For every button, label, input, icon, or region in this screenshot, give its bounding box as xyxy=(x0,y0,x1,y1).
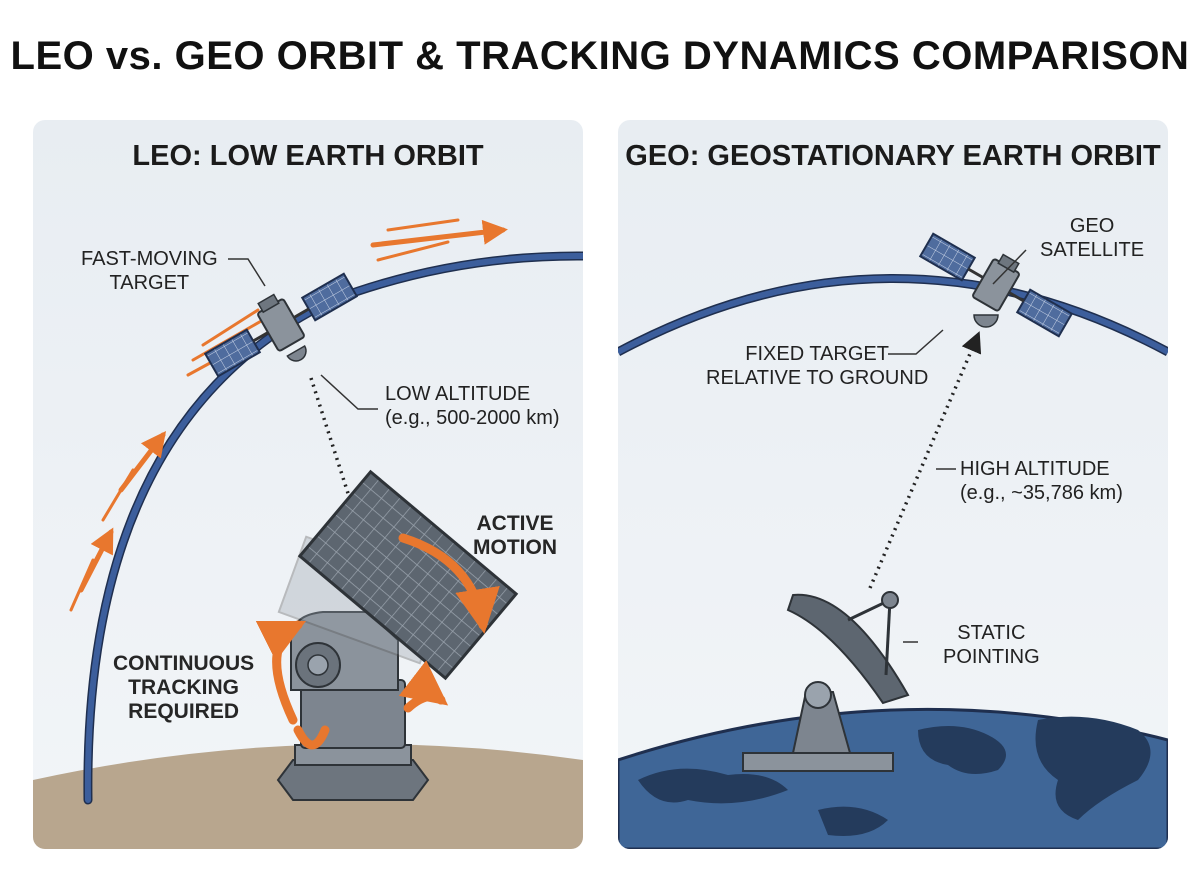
geo-illustration xyxy=(618,232,1168,849)
geo-panel: GEO: GEOSTATIONARY EARTH ORBIT GEO SATEL… xyxy=(618,120,1168,849)
continuous-tracking-label: CONTINUOUS TRACKING REQUIRED xyxy=(113,652,254,724)
leo-satellite-icon xyxy=(203,272,359,378)
low-altitude-line-2: (e.g., 500-2000 km) xyxy=(385,407,560,429)
high-altitude-label: HIGH ALTITUDE (e.g., ~35,786 km) xyxy=(960,457,1123,505)
geo-satellite-dish xyxy=(973,314,999,328)
fast-moving-target-line-2: TARGET xyxy=(109,272,190,294)
high-altitude-line-1: HIGH ALTITUDE xyxy=(960,458,1110,480)
page-title: LEO vs. GEO ORBIT & TRACKING DYNAMICS CO… xyxy=(10,34,1190,78)
high-altitude-line-2: (e.g., ~35,786 km) xyxy=(960,482,1123,504)
geo-satellite-line-2: SATELLITE xyxy=(1040,239,1145,261)
static-pointing-line-2: POINTING xyxy=(943,646,1040,668)
leo-heading: LEO: LOW EARTH ORBIT xyxy=(132,140,484,172)
continuous-tracking-line-1: CONTINUOUS xyxy=(113,652,255,675)
low-altitude-label: LOW ALTITUDE (e.g., 500-2000 km) xyxy=(385,382,560,430)
dish-antenna-icon xyxy=(742,591,910,772)
leo-illustration xyxy=(33,218,583,849)
fast-moving-target-line-1: FAST-MOVING xyxy=(81,248,218,270)
geo-leaders xyxy=(888,249,1027,643)
leo-leaders xyxy=(228,258,378,410)
geo-satellite-label: GEO SATELLITE xyxy=(1040,214,1144,262)
static-pointing-line-1: STATIC xyxy=(957,622,1026,644)
fixed-target-line-2: RELATIVE TO GROUND xyxy=(706,367,929,389)
fast-moving-target-label: FAST-MOVING TARGET xyxy=(81,247,218,295)
continuous-tracking-line-3: REQUIRED xyxy=(128,700,240,723)
fixed-target-line-1: FIXED TARGET xyxy=(745,343,889,365)
active-motion-label: ACTIVE MOTION xyxy=(473,512,557,560)
active-motion-line-2: MOTION xyxy=(473,536,557,559)
static-pointing-label: STATIC POINTING xyxy=(943,621,1040,669)
low-altitude-line-1: LOW ALTITUDE xyxy=(385,383,531,405)
tracking-antenna-icon xyxy=(276,469,519,801)
fixed-target-label: FIXED TARGET RELATIVE TO GROUND xyxy=(706,342,928,390)
geo-heading: GEO: GEOSTATIONARY EARTH ORBIT xyxy=(625,140,1161,172)
leo-panel: LEO: LOW EARTH ORBIT FAST-MOVING TARGET … xyxy=(33,120,583,849)
leo-rotation-arrows xyxy=(255,533,500,750)
continuous-tracking-line-2: TRACKING xyxy=(128,676,239,699)
active-motion-line-1: ACTIVE xyxy=(476,512,554,535)
geo-satellite-line-1: GEO xyxy=(1069,215,1115,237)
earth-icon xyxy=(618,707,1168,849)
geo-satellite-icon xyxy=(918,232,1074,338)
